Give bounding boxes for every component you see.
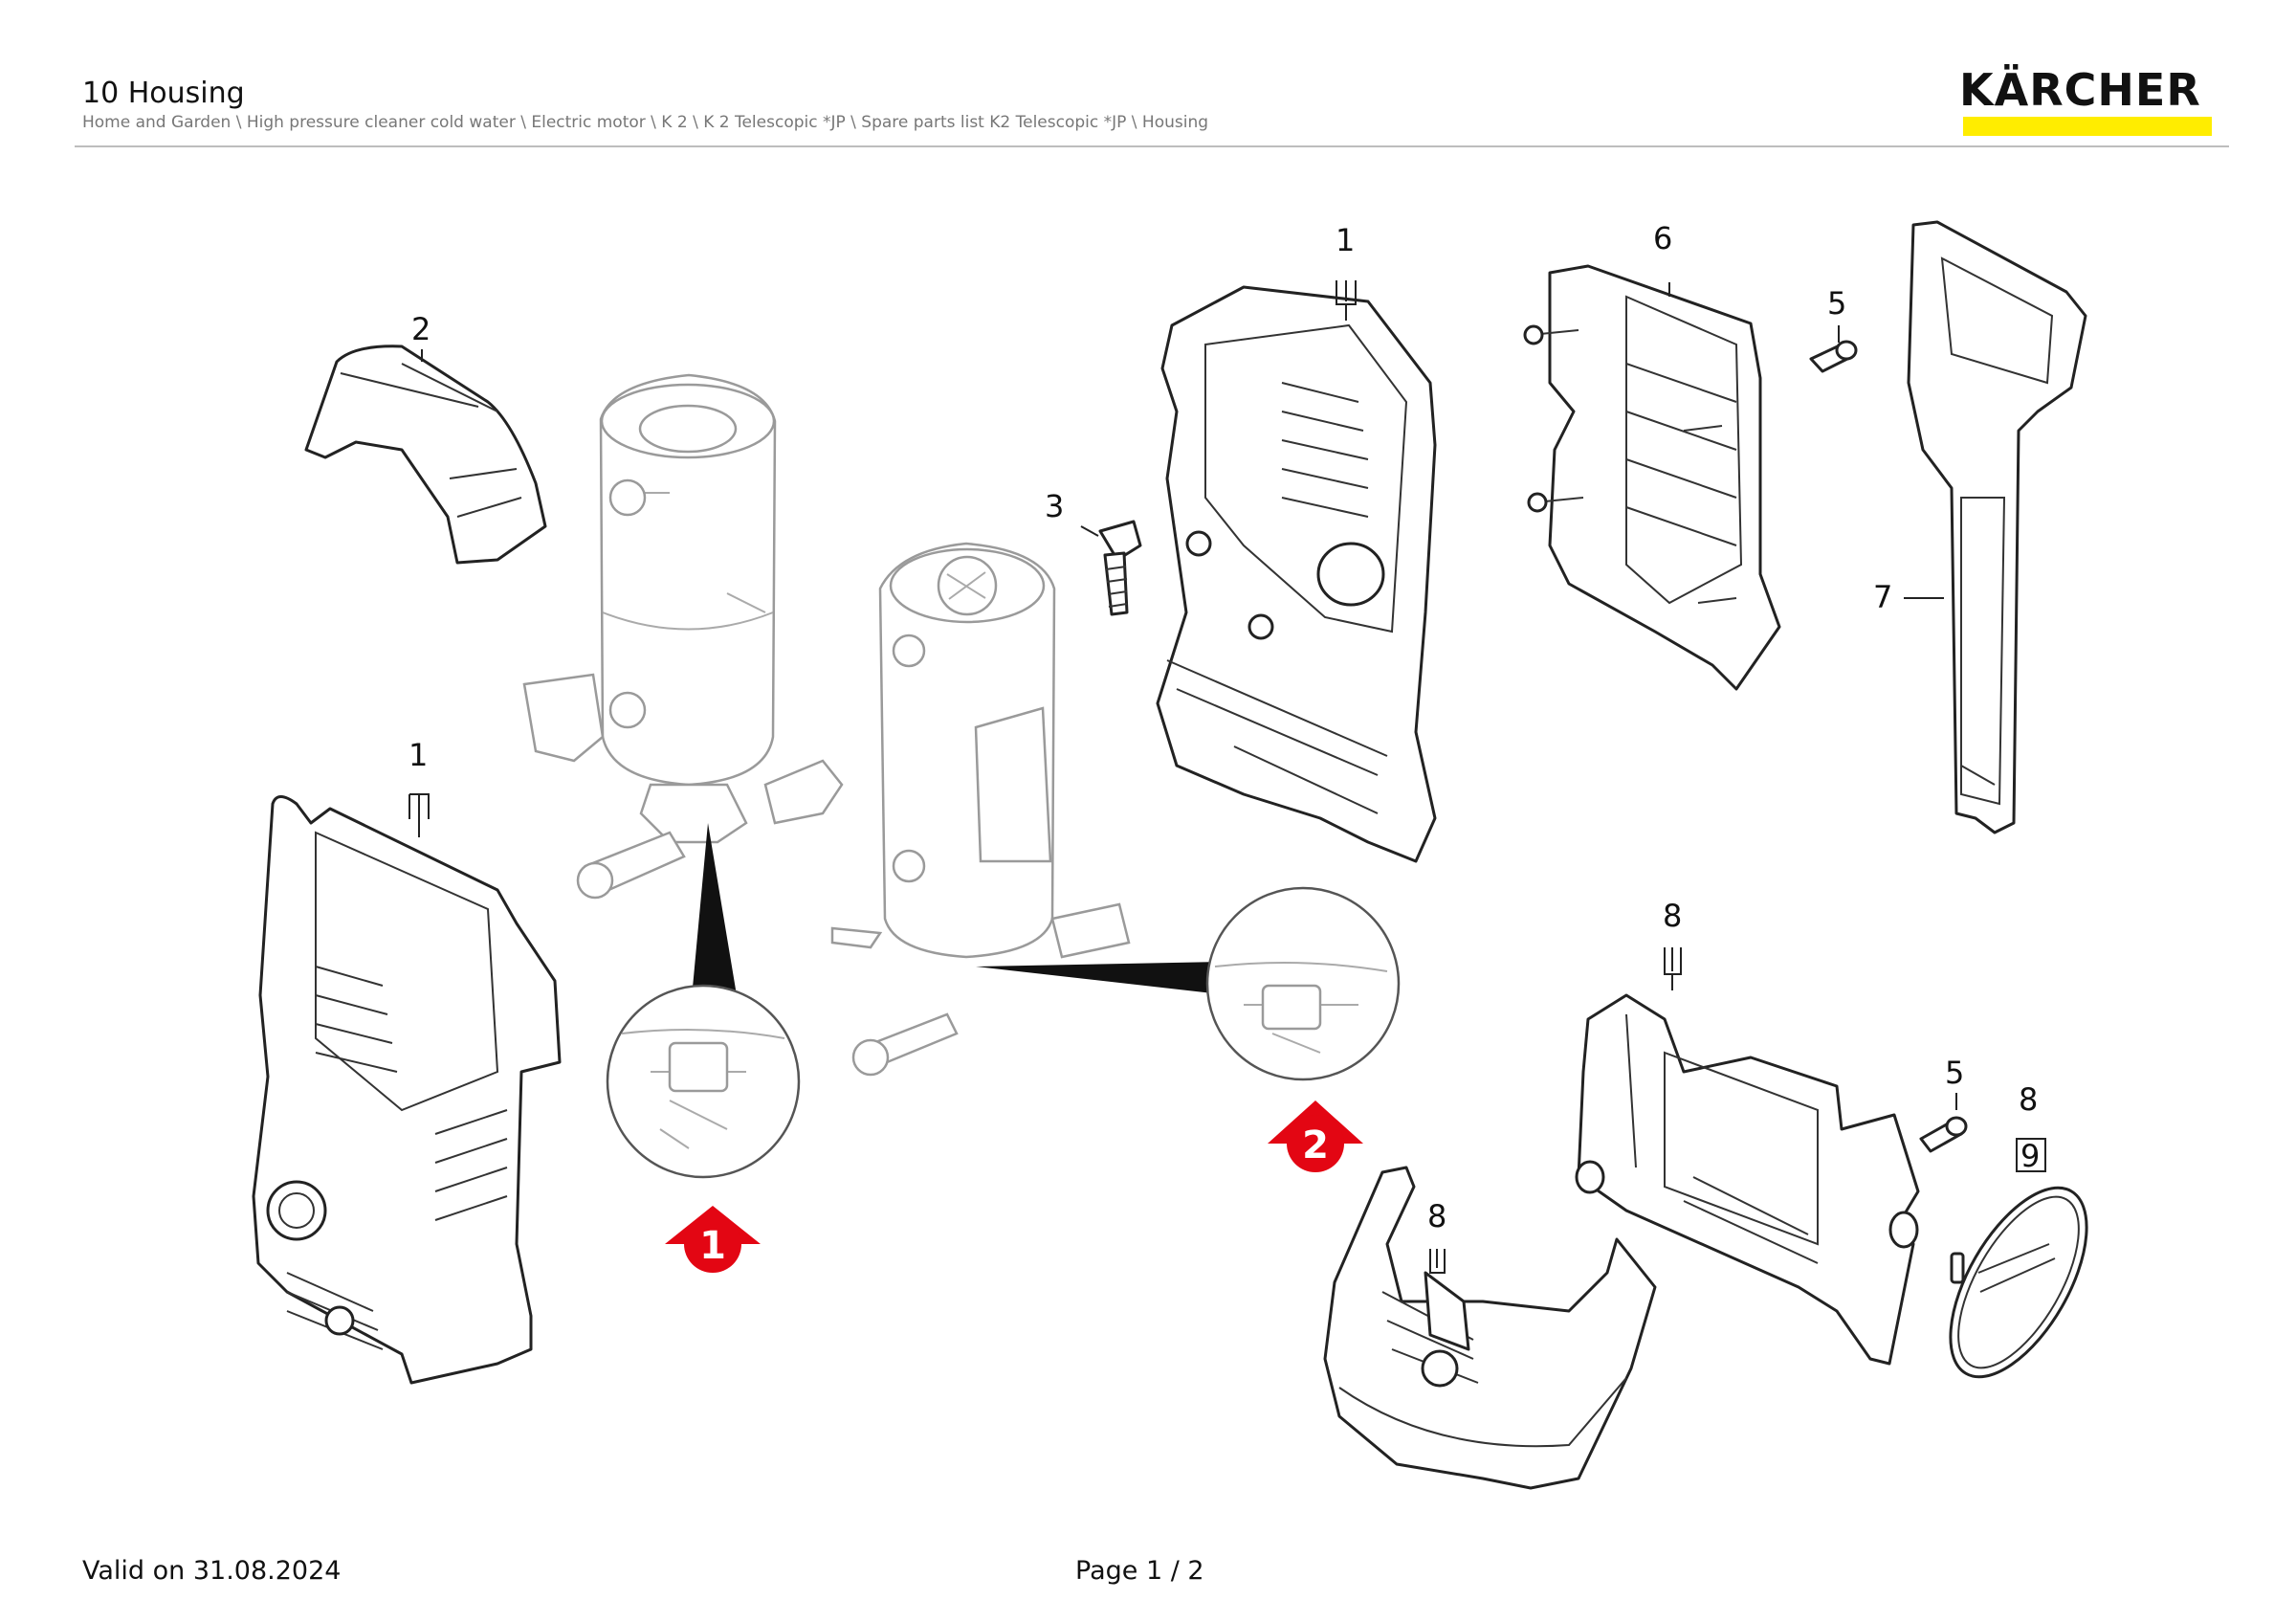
- part-cable-holder: [1575, 993, 1920, 1366]
- position-label-1-left: 1: [408, 737, 428, 773]
- header-divider: [75, 145, 2229, 147]
- callout-arrow-1: 1: [665, 1206, 761, 1273]
- part-housing-rear: [1156, 285, 1437, 863]
- part-telescopic-handle: [1907, 220, 2087, 834]
- position-label-3: 3: [1045, 488, 1064, 524]
- pump-motor-unit-center: [830, 542, 1131, 1077]
- brand-logo-text: KÄRCHER: [1959, 64, 2201, 116]
- position-label-8-bottom: 8: [1427, 1198, 1446, 1234]
- position-label-8-top: 8: [1663, 898, 1682, 934]
- position-label-9: 9: [2020, 1138, 2040, 1174]
- part-screw-3: [1098, 520, 1142, 616]
- brand-logo-bar: [1963, 117, 2212, 136]
- part-handle-top: [304, 345, 547, 565]
- position-label-5-bottom: 5: [1945, 1055, 1964, 1091]
- part-housing-front-cover: [252, 795, 562, 1385]
- position-label-8-right: 8: [2019, 1081, 2038, 1118]
- part-screw-5-bottom: [1919, 1116, 1968, 1153]
- callout-arrow-2: 2: [1268, 1101, 1363, 1172]
- position-label-1-top: 1: [1336, 222, 1355, 258]
- leader-lines: [408, 280, 2046, 1274]
- pump-motor-unit-left: [522, 373, 844, 900]
- position-label-6: 6: [1653, 220, 1672, 256]
- callout-1-number: 1: [699, 1224, 726, 1268]
- detail-zoom-1: [606, 823, 801, 1179]
- position-label-2: 2: [411, 311, 430, 347]
- part-frame-6: [1523, 264, 1781, 691]
- page-title: 10 Housing: [82, 77, 245, 110]
- part-base: [1323, 1166, 1657, 1490]
- position-label-5-top: 5: [1827, 285, 1846, 322]
- part-screw-5-top: [1809, 340, 1858, 373]
- valid-on-date: Valid on 31.08.2024: [82, 1556, 342, 1586]
- page-number: Page 1 / 2: [1075, 1556, 1204, 1586]
- callout-2-number: 2: [1302, 1123, 1329, 1167]
- part-reel-knob: [1949, 1186, 2088, 1379]
- detail-zoom-2: [976, 886, 1401, 1081]
- brand-logo: KÄRCHER: [1959, 63, 2214, 117]
- position-label-7: 7: [1873, 579, 1892, 615]
- breadcrumb: Home and Garden \ High pressure cleaner …: [82, 113, 1209, 132]
